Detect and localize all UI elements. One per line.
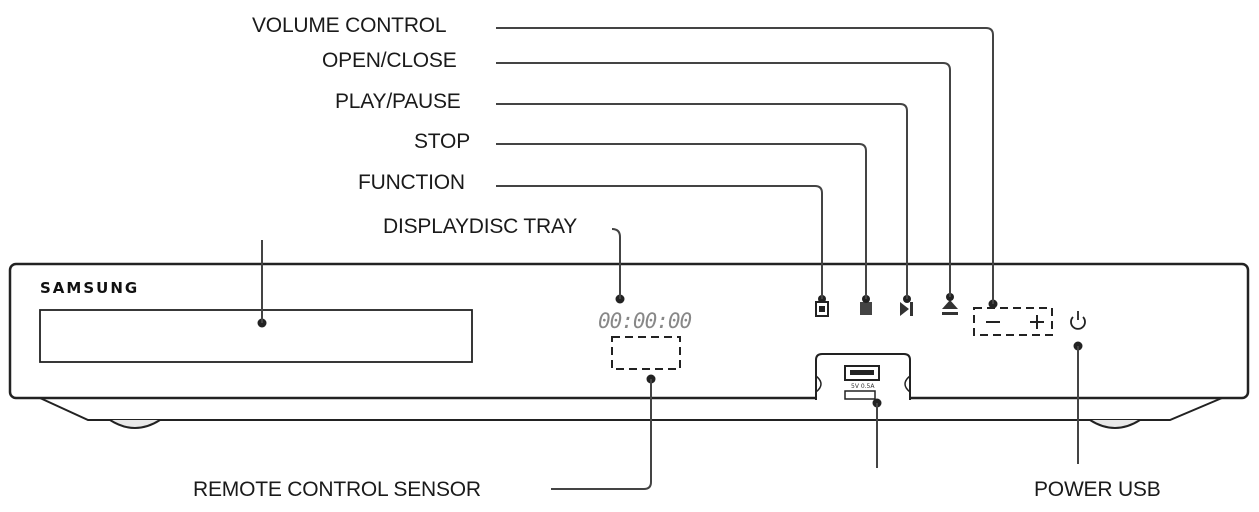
device-body <box>8 262 1250 400</box>
label-open-close: OPEN/CLOSE <box>322 49 457 72</box>
volume-plus-icon <box>1030 315 1044 329</box>
eject-icon <box>942 300 958 315</box>
remote-sensor-window <box>611 336 681 370</box>
callout-lines <box>261 27 1079 490</box>
label-play-pause: PLAY/PAUSE <box>335 90 461 113</box>
label-volume-control: VOLUME CONTROL <box>252 14 447 37</box>
play-pause-icon <box>900 302 913 316</box>
device-base <box>39 397 1223 429</box>
volume-control <box>973 307 1053 336</box>
usb-port: 5V 0.5A <box>815 353 911 400</box>
display-readout: 00:00:00 <box>598 309 692 333</box>
label-power-usb: POWER USB <box>1034 478 1161 501</box>
stop-icon <box>860 302 872 315</box>
label-display-disc-tray: DISPLAYDISC TRAY <box>383 215 578 238</box>
label-function: FUNCTION <box>358 171 465 194</box>
label-stop: STOP <box>414 130 470 153</box>
usb-rating: 5V 0.5A <box>851 383 875 390</box>
brand-logo: SAMSUNG <box>40 279 139 297</box>
power-icon <box>1070 311 1086 330</box>
disc-tray <box>39 309 473 363</box>
label-remote-control-sensor: REMOTE CONTROL SENSOR <box>193 478 481 501</box>
